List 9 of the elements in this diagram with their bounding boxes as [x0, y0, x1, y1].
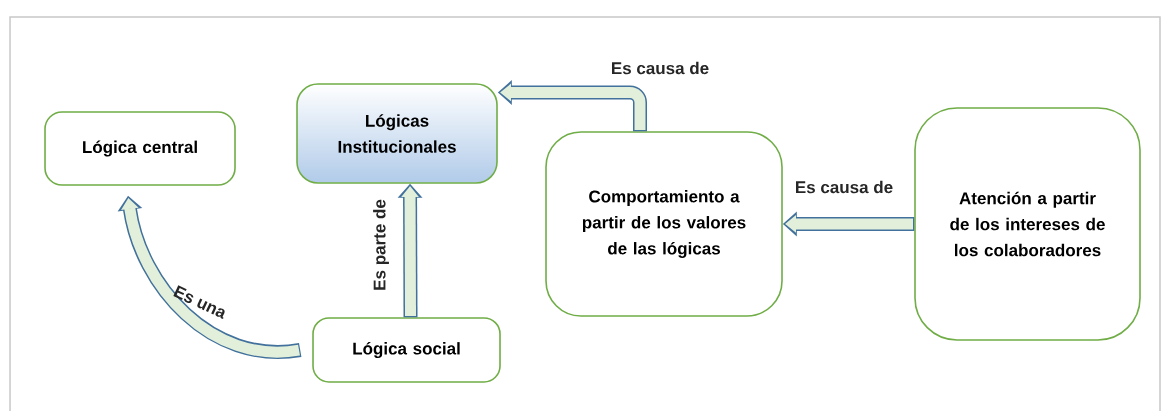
edge-label: Es parte de	[373, 199, 389, 290]
edge-label: Es una	[173, 285, 225, 319]
edge-label: Es causa de	[612, 61, 709, 75]
process-box: Lógica social	[312, 317, 501, 383]
edge-label: Es causa de	[796, 180, 893, 194]
process-box: Comportamiento a partir de los valores de las lógicas	[545, 131, 783, 317]
process-box: Atención a partir de los intereses de los colaboradores	[914, 107, 1141, 341]
process-box: Lógica central	[44, 111, 236, 186]
process-box: Lógicas Institucionales	[296, 83, 498, 184]
